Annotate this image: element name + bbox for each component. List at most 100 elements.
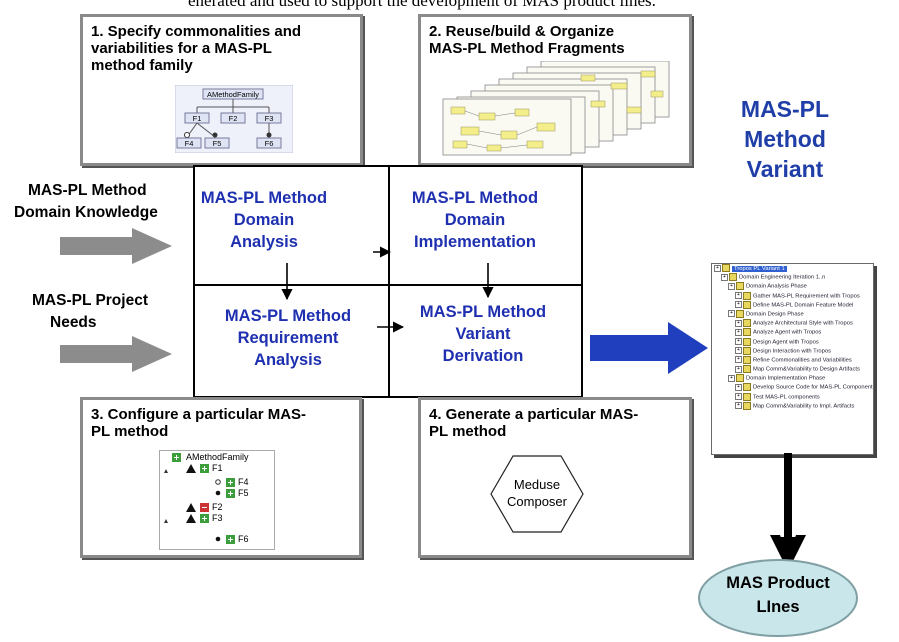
cell-line: Analysis [230, 233, 298, 251]
variant-tree-item[interactable]: + Domain Engineering Iteration 1..n [712, 273, 873, 282]
expand-icon[interactable]: + [735, 393, 742, 401]
variant-tree-label: Analyze Architectural Style with Tropos [753, 320, 853, 327]
input-line: MAS-PL Method [28, 182, 147, 199]
variant-tree-label: Analyze Agent with Tropos [753, 329, 822, 336]
panel-reuse-fragments: 2. Reuse/build & Organize MAS-PL Method … [418, 14, 692, 166]
expand-icon[interactable]: + [735, 347, 742, 355]
variant-tree-item[interactable]: + Tropos PL Variant 1 [712, 264, 873, 273]
variant-tree-item[interactable]: + Map Comm&Variability to Design Artifact… [712, 365, 873, 374]
expand-icon[interactable]: + [735, 383, 742, 391]
expand-icon[interactable]: + [735, 328, 742, 336]
variant-tree-panel: + Tropos PL Variant 1 + Domain Engineering … [711, 263, 874, 455]
composer-label-line: Meduse [513, 477, 561, 492]
folder-icon [743, 291, 751, 300]
product-lines-ellipse [698, 559, 858, 637]
cell-line: MAS-PL Method [224, 307, 352, 325]
expand-icon[interactable]: + [721, 273, 728, 281]
variant-tree-label: Map Comm&Variability to Design Artifacts [753, 366, 860, 373]
variant-tree-item[interactable]: + Analyze Agent with Tropos [712, 328, 873, 337]
panel-2-title-line: 2. Reuse/build & Organize [429, 23, 615, 40]
variant-tree-item[interactable]: + Develop Source Code for MAS-PL Componen… [712, 383, 873, 392]
folder-icon [722, 264, 730, 272]
process-grid: MAS-PL Method Domain Analysis MAS-PL Met… [193, 165, 583, 398]
fm-f4: F4 [185, 139, 194, 148]
folder-icon [743, 383, 751, 392]
variant-tree-item[interactable]: + Domain Implementation Phase [712, 374, 873, 383]
variant-tree-item[interactable]: + Domain Analysis Phase [712, 282, 873, 291]
cell-line: Domain [444, 211, 506, 229]
configuration-tree: AMethodFamily F1 F4 F5 F2 F3 F6 [159, 450, 275, 550]
feature-model-diagram: AMethodFamily F1 F2 F3 F4 F5 F6 [175, 85, 293, 153]
config-item: F3 [212, 513, 223, 523]
cell-line: Derivation [442, 347, 524, 365]
variant-tree-label: Tropos PL Variant 1 [732, 265, 787, 272]
arrow-to-product-lines [770, 453, 806, 571]
fm-f2: F2 [229, 114, 238, 123]
variant-tree-item[interactable]: +Gather MAS-PL Requirement with Tropos [712, 291, 873, 301]
fm-f1: F1 [193, 114, 202, 123]
input-domain-knowledge: MAS-PL Method Domain Knowledge [14, 180, 192, 224]
top-caption: enerated and used to support the develop… [188, 0, 656, 10]
grid-divider-vertical [388, 167, 390, 396]
folder-icon [736, 282, 744, 291]
fm-f6: F6 [265, 139, 274, 148]
expand-icon[interactable]: + [728, 310, 735, 318]
cell-domain-analysis: MAS-PL Method Domain Analysis [195, 187, 333, 253]
variant-tree-item[interactable]: + Design Agent with Tropos [712, 337, 873, 347]
variant-tree-label: Domain Analysis Phase [746, 283, 807, 290]
variant-tree-label: Domain Engineering Iteration 1..n [739, 274, 826, 281]
expand-icon[interactable]: + [735, 319, 742, 327]
folder-icon [743, 337, 751, 346]
cell-line: Implementation [414, 233, 536, 251]
expand-icon[interactable]: + [735, 365, 742, 373]
folder-icon [743, 300, 751, 309]
expand-icon[interactable]: + [735, 356, 742, 364]
fm-root: AMethodFamily [207, 90, 259, 99]
variant-title-line: Method [744, 126, 826, 152]
expand-icon[interactable]: + [735, 301, 742, 309]
arrow-knowledge-input [60, 228, 172, 264]
variant-tree-label: Domain Implementation Phase [746, 375, 826, 382]
config-item: F2 [212, 502, 223, 512]
panel-2-title-line: MAS-PL Method Fragments [429, 40, 625, 57]
input-line: Needs [50, 314, 97, 331]
cell-domain-implementation: MAS-PL Method Domain Implementation [391, 187, 559, 253]
folder-icon [736, 374, 744, 383]
folder-icon [743, 319, 751, 328]
expand-icon[interactable]: + [714, 264, 721, 272]
variant-tree-item[interactable]: + Domain Design Phase [712, 309, 873, 319]
variant-tree-item[interactable]: +Refine Commonalities and Variabilities [712, 355, 873, 365]
config-item: F1 [212, 463, 223, 473]
method-fragments-stack [442, 61, 670, 156]
expand-icon[interactable]: + [728, 282, 735, 290]
panel-3-title: 3. Configure a particular MAS- PL method [91, 406, 306, 440]
variant-tree-label: Test MAS-PL components [753, 394, 820, 401]
folder-icon [729, 273, 737, 282]
variant-tree-label: Design Agent with Tropos [753, 339, 819, 346]
variant-tree-item[interactable]: +Map Comm&Variability to Impl. Artifacts [712, 401, 873, 411]
panel-1-title-line: variabilities for a MAS-PL [91, 40, 272, 57]
product-lines-line: MAS Product [726, 574, 830, 592]
variant-tree-label: Define MAS-PL Domain Feature Model [753, 302, 854, 309]
expand-icon[interactable]: + [735, 292, 742, 300]
variant-tree-item[interactable]: + Analyze Architectural Style with Tropos [712, 319, 873, 328]
cell-line: MAS-PL Method [419, 303, 547, 321]
config-item: F4 [238, 477, 249, 487]
variant-tree-label: Develop Source Code for MAS-PL Component… [753, 384, 874, 391]
folder-icon [743, 392, 751, 401]
folder-icon [743, 365, 751, 374]
panel-1-title-line: 1. Specify commonalities and [91, 23, 302, 40]
cell-requirement-analysis: MAS-PL Method Requirement Analysis [203, 305, 373, 371]
variant-tree-item[interactable]: + Test MAS-PL components [712, 392, 873, 402]
expand-icon[interactable]: + [735, 402, 742, 410]
composer-label: Meduse Composer [489, 476, 585, 510]
variant-tree-label: Domain Design Phase [746, 311, 804, 318]
variant-tree-item[interactable]: + Define MAS-PL Domain Feature Model [712, 300, 873, 310]
product-lines-line: LInes [756, 598, 800, 616]
variant-tree-item[interactable]: +Design Interaction with Tropos [712, 346, 873, 356]
cell-line: Variant [455, 325, 511, 343]
panel-4-title-line: PL method [429, 423, 507, 440]
expand-icon[interactable]: + [735, 338, 742, 345]
expand-icon[interactable]: + [728, 374, 735, 382]
panel-1-title: 1. Specify commonalities and variabiliti… [91, 23, 301, 74]
